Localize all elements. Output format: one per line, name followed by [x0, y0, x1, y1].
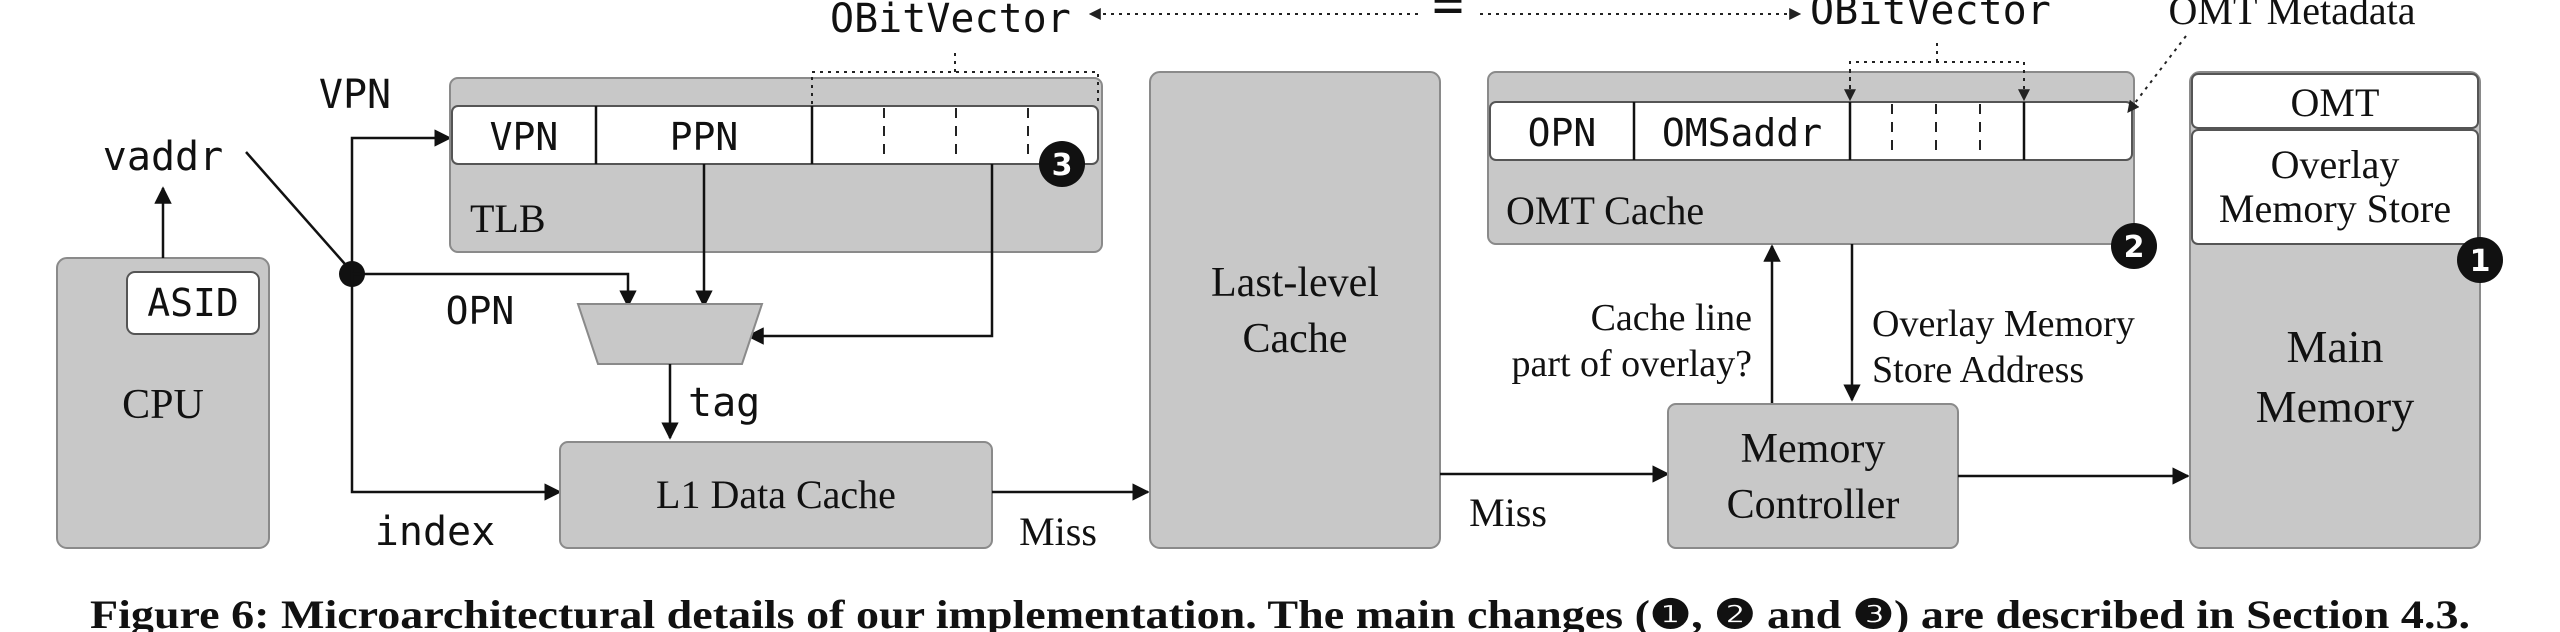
obitvector-left-label: OBitVector: [830, 0, 1071, 42]
badge-3-label: 3: [1052, 148, 1073, 183]
cache-line-question-line1: Cache line: [1591, 297, 1752, 339]
omt-metadata-arrow: [2127, 35, 2187, 113]
badge-1: [2457, 237, 2503, 283]
vpn-top-label: VPN: [319, 72, 391, 118]
tlb-label: TLB: [470, 196, 546, 241]
cpu-label: CPU: [122, 382, 204, 428]
omt-region: [2191, 73, 2479, 129]
equals-label: =: [1432, 0, 1463, 35]
llc-label-line1: Last-level: [1211, 260, 1379, 306]
l1-cache-box: [559, 441, 993, 549]
index-label: index: [375, 509, 495, 555]
index-arrow: [350, 274, 562, 501]
llc-box: [1149, 71, 1441, 549]
llc-label-line2: Cache: [1243, 316, 1348, 362]
main-memory-line2: Memory: [2256, 381, 2414, 432]
tlb-ppn-label: PPN: [670, 115, 739, 159]
miss-left-label: Miss: [1019, 509, 1097, 554]
oms-label-line2: Memory Store: [2219, 186, 2451, 231]
vaddr-label: vaddr: [103, 134, 223, 180]
badge-2: [2111, 223, 2157, 269]
tlb-vpn-label: VPN: [490, 115, 559, 159]
opn-arrow: [352, 272, 637, 308]
omt-metadata-label: OMT Metadata: [2169, 0, 2416, 33]
memory-controller-line2: Controller: [1727, 482, 1900, 528]
tlb-entry: [451, 105, 1099, 165]
omt-cache-entry: [1489, 101, 2133, 161]
oms-address-line2: Store Address: [1872, 349, 2084, 391]
obitvector-right-label: OBitVector: [1810, 0, 2051, 34]
omt-label: OMT: [2291, 80, 2380, 125]
asid-box: [126, 271, 260, 335]
badge-1-label: 1: [2470, 244, 2491, 279]
tag-mux: [576, 303, 764, 365]
tag-label: tag: [688, 380, 760, 426]
badge-3: [1039, 141, 1085, 187]
tlb-bitvector-bracket: [811, 71, 1099, 104]
memory-controller-line1: Memory: [1741, 426, 1886, 472]
cache-line-question-line2: part of overlay?: [1511, 343, 1752, 385]
miss-right-label: Miss: [1469, 490, 1547, 535]
vpn-arrow: [350, 129, 452, 274]
opn-left-label: OPN: [446, 289, 515, 333]
oms-label-line1: Overlay: [2271, 142, 2400, 187]
vaddr-line: [245, 151, 353, 273]
omt-omsaddr-label: OMSaddr: [1662, 111, 1822, 155]
figure-caption: Figure 6: Microarchitectural details of …: [90, 592, 2470, 632]
main-memory-line1: Main: [2286, 321, 2383, 372]
asid-label: ASID: [147, 281, 239, 325]
omt-opn-label: OPN: [1528, 111, 1597, 155]
bitvector-arrow: [746, 164, 994, 345]
l1-cache-label: L1 Data Cache: [656, 472, 896, 517]
oms-address-line1: Overlay Memory: [1872, 303, 2135, 345]
omt-cache-label: OMT Cache: [1506, 188, 1704, 233]
oms-region: [2191, 129, 2479, 245]
badge-2-label: 2: [2124, 230, 2145, 265]
